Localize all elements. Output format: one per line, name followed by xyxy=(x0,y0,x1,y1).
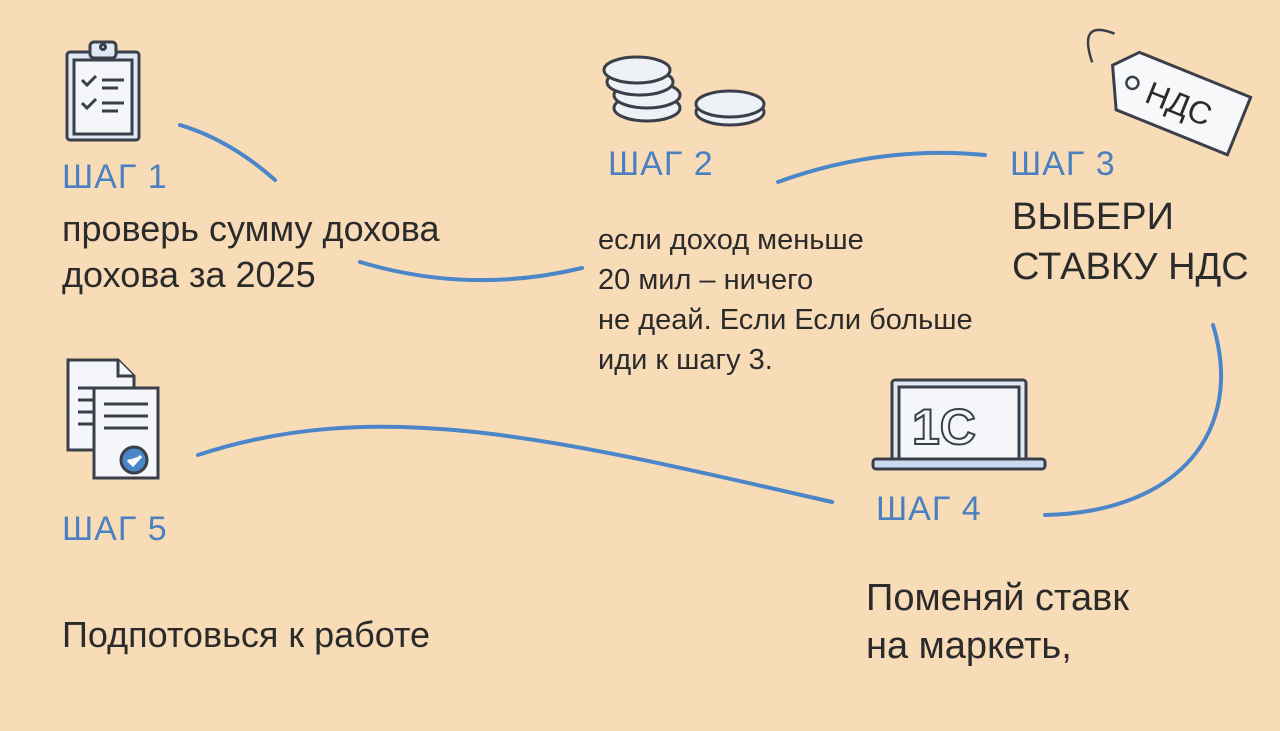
step-1-line: дохова за 2025 xyxy=(62,254,316,295)
step-2-label: ШАГ 2 xyxy=(608,145,714,183)
step-5-label: ШАГ 5 xyxy=(62,510,168,548)
connector-2-3 xyxy=(776,150,987,184)
step-4-line: Поменяй ставк xyxy=(866,577,1129,619)
step-3-line: СТАВКУ НДС xyxy=(1012,246,1249,288)
documents-check-icon xyxy=(66,358,160,480)
connector-4-5 xyxy=(196,424,834,504)
step-2-line: иди к шагу 3. xyxy=(598,344,773,376)
step-4-line: на маркеть, xyxy=(866,625,1072,667)
step-3-text: ВЫБЕРИ СТАВКУ НДС xyxy=(1012,192,1249,292)
step-2-line: не деай. Если Если больше xyxy=(598,304,973,336)
step-3-line: ВЫБЕРИ xyxy=(1012,196,1174,238)
price-tag-icon: НДС xyxy=(1086,28,1253,157)
step-4-label: ШАГ 4 xyxy=(876,490,982,528)
connector-1b xyxy=(358,260,584,283)
step-1-text: проверь сумму дохова дохова за 2025 xyxy=(62,206,440,298)
connector-3-4 xyxy=(1043,323,1224,517)
clipboard-checklist-icon xyxy=(65,40,141,142)
coins-icon xyxy=(602,55,766,127)
step-4-text: Поменяй ставк на маркеть, xyxy=(866,574,1129,670)
svg-text:1С: 1С xyxy=(912,399,976,455)
connector-1 xyxy=(178,123,277,182)
step-5-text: Подпотовься к работе xyxy=(62,614,431,655)
laptop-1c-icon: 1С xyxy=(871,378,1047,471)
step-2-line: 20 мил – ничего xyxy=(598,264,814,296)
step-2-text: если доход меньше 20 мил – ничего не деа… xyxy=(598,220,973,380)
step-2-line: если доход меньше xyxy=(598,224,864,256)
step-1-label: ШАГ 1 xyxy=(62,158,168,196)
step-3-label: ШАГ 3 xyxy=(1010,145,1116,183)
step-1-line: проверь сумму дохова xyxy=(62,208,440,249)
